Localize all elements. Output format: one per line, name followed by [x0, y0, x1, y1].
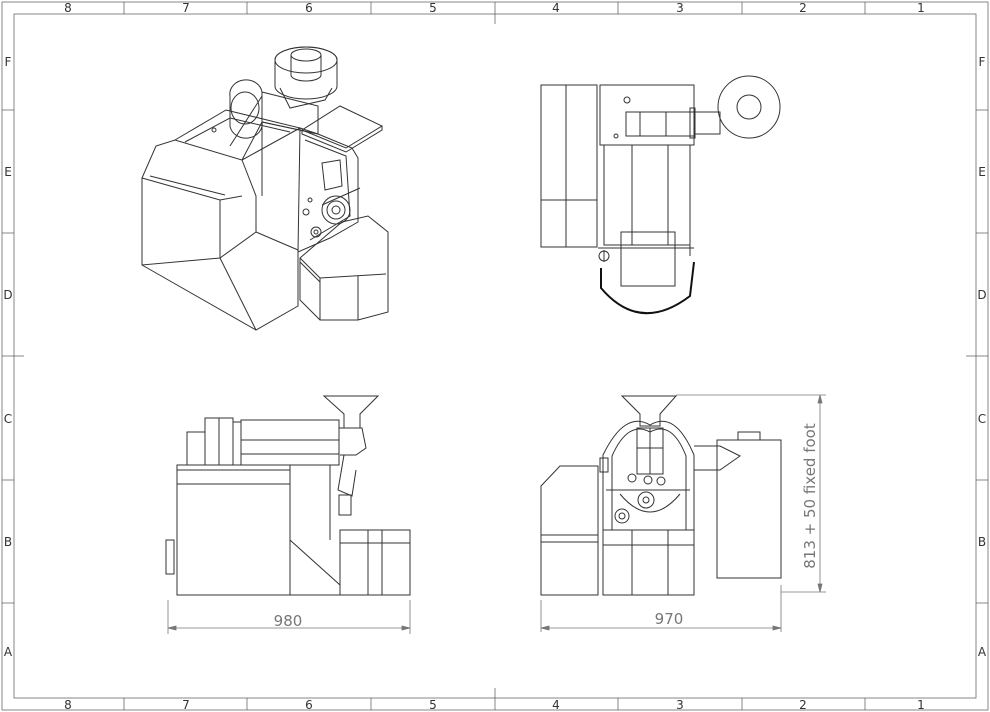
column-label: 1	[917, 698, 925, 712]
row-label: A	[978, 645, 987, 659]
side-width-dimension: 980	[274, 612, 303, 630]
column-label: 2	[799, 698, 807, 712]
row-label: F	[979, 55, 986, 69]
column-label: 4	[552, 698, 560, 712]
row-label: A	[4, 645, 13, 659]
row-label: B	[978, 535, 986, 549]
row-label: E	[978, 165, 986, 179]
isometric-view	[141, 46, 389, 331]
column-label: 8	[64, 1, 72, 15]
row-label: B	[4, 535, 12, 549]
column-label: 7	[182, 698, 190, 712]
row-label: F	[5, 55, 12, 69]
column-label: 5	[429, 1, 437, 15]
column-label: 2	[799, 1, 807, 15]
zone-labels: 8 7 6 5 4 3 2 1 8 7 6 5 4 3 2 1 F E D C …	[3, 1, 987, 712]
column-label: 1	[917, 1, 925, 15]
height-dimension: 813 + 50 fixed foot	[801, 423, 819, 569]
top-view	[540, 75, 781, 315]
column-label: 8	[64, 698, 72, 712]
row-label: E	[4, 165, 12, 179]
side-view	[165, 395, 411, 596]
column-label: 5	[429, 698, 437, 712]
column-label: 6	[305, 1, 313, 15]
row-label: D	[3, 288, 12, 302]
column-label: 6	[305, 698, 313, 712]
row-label: C	[978, 412, 986, 426]
column-label: 7	[182, 1, 190, 15]
column-label: 3	[676, 1, 684, 15]
dimension-annotations: 980 970 813 + 50 fixed foot	[167, 394, 826, 634]
front-width-dimension: 970	[655, 610, 684, 628]
front-view	[540, 395, 782, 596]
row-label: C	[4, 412, 12, 426]
column-label: 4	[552, 1, 560, 15]
column-label: 3	[676, 698, 684, 712]
row-label: D	[977, 288, 986, 302]
